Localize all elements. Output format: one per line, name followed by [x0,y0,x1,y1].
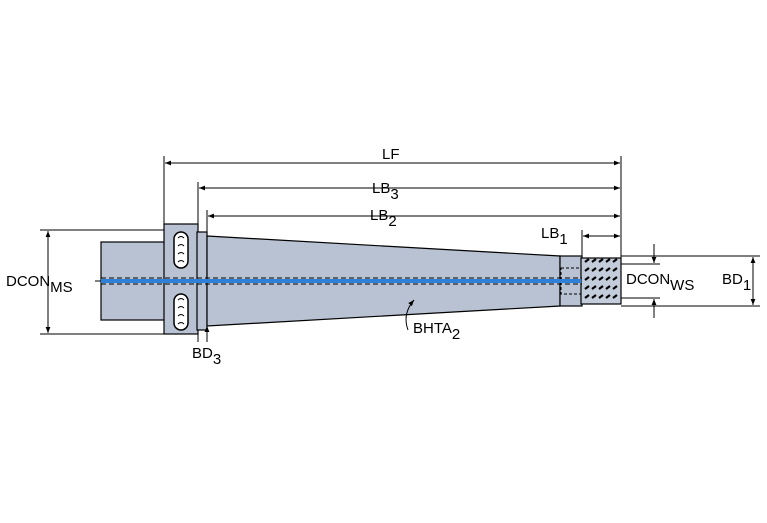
coolant-channel [101,277,582,285]
bhta2-label: BHTA2 [413,320,460,343]
thread-pattern [584,258,618,299]
flange-slot-bottom [173,293,189,331]
dimension-lines [40,156,760,342]
dcon-ms-label: DCONMS [6,273,73,296]
lb1-label: LB1 [541,225,568,248]
bhta2-arc [405,299,415,331]
tool-body [100,223,622,335]
bd1-label: BD1 [722,271,751,294]
flange-slot-top [173,231,189,269]
lb2-label: LB2 [370,207,397,230]
dimension-labels: LF LB3 LB2 LB1 DCONMS DCONWS BD1 BD3 BHT… [6,146,751,368]
lf-label: LF [382,146,400,163]
bd3-label: BD3 [192,345,221,368]
lb3-label: LB3 [372,180,399,203]
dcon-ws-label: DCONWS [626,271,694,294]
